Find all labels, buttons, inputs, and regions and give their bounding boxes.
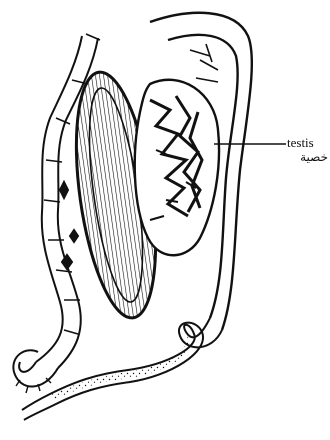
testis-label-arabic: خصية xyxy=(300,150,328,164)
testis-label: testis xyxy=(287,136,314,150)
testis-body xyxy=(135,80,219,256)
duct-stipple xyxy=(52,332,189,400)
vas-deferens-duct xyxy=(22,318,222,420)
coiled-tail xyxy=(13,350,58,393)
